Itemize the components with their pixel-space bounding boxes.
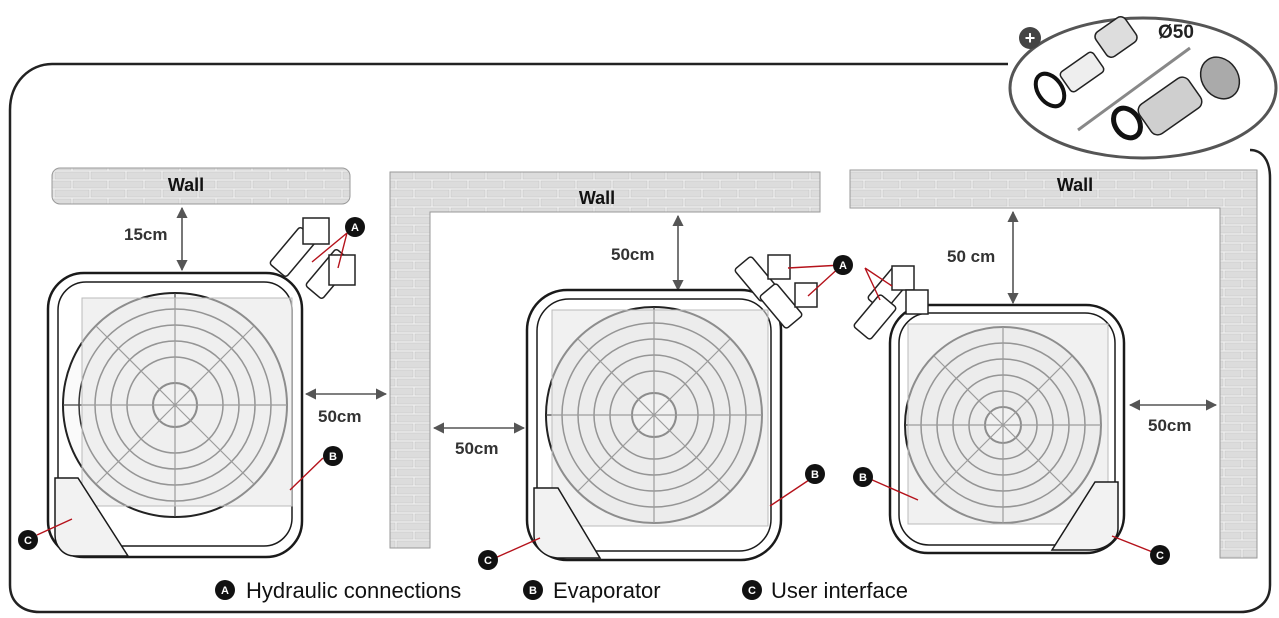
left-layout: Wall 15cm 50cm [36,167,388,559]
plus-icon [1019,27,1041,49]
legend-a-label: Hydraulic connections [246,578,461,603]
pump-unit-middle [525,288,783,562]
elbow-fitting-icon [1033,15,1138,109]
legend-item-b: B Evaporator [523,578,661,603]
clearance-middle-side-label: 50cm [455,439,498,458]
badges: A B C A B C B C [18,217,1170,570]
svg-text:B: B [811,469,819,481]
badge-b-right: B [853,467,873,487]
clearance-left-side-label: 50cm [318,407,361,426]
diameter-label: Ø50 [1158,22,1194,43]
legend-c-label: User interface [771,578,908,603]
pointer-b-middle [769,475,816,507]
svg-text:C: C [484,555,492,567]
user-interface-middle [533,487,602,559]
badge-a-middle: A [833,255,853,275]
svg-text:C: C [24,535,32,547]
user-interface-left [54,477,130,557]
user-interface-right [1050,481,1119,551]
wall-middle-label: Wall [579,188,615,208]
evaporator-middle [551,309,769,527]
accessory-inset: + Ø50 [1008,15,1278,160]
plus-label: + [1025,28,1036,48]
evaporator-right [907,323,1109,525]
svg-text:B: B [329,451,337,463]
pointer-b-left [289,457,324,491]
pump-unit-right [888,303,1126,555]
badge-c-left: C [18,530,38,550]
svg-text:A: A [351,222,359,234]
clearance-right-side-label: 50cm [1148,416,1191,435]
svg-text:B: B [859,472,867,484]
svg-text:B: B [529,585,537,597]
clearance-left-top-label: 15cm [124,225,167,244]
outer-frame [8,62,1272,614]
badge-a-left: A [345,217,365,237]
hydraulic-connections-right [853,265,929,340]
pointer-a-right [864,267,893,301]
svg-text:A: A [221,585,229,597]
legend-item-a: A Hydraulic connections [215,578,461,603]
hydraulic-connections-middle [734,254,818,329]
middle-layout: Wall 50cm 50cm [389,171,843,562]
wall-middle [389,171,821,549]
badge-b-left: B [323,446,343,466]
right-layout: Wall 50 cm 50cm [849,169,1258,559]
legend-b-label: Evaporator [553,578,661,603]
badge-c-right: C [1150,545,1170,565]
badge-c-middle: C [478,550,498,570]
legend-item-c: C User interface [742,578,908,603]
svg-text:C: C [1156,550,1164,562]
pointer-a-left [311,232,348,269]
wall-left [51,167,351,205]
pointer-b-right [869,478,919,501]
evaporator-left [81,297,293,507]
wall-right [849,169,1258,559]
badge-b-middle: B [805,464,825,484]
wall-right-label: Wall [1057,175,1093,195]
pointer-c-middle [494,537,541,559]
union-fitting-icon [1111,56,1241,141]
pump-unit-left [46,271,304,559]
svg-text:C: C [748,585,756,597]
legend: A Hydraulic connections B Evaporator C U… [215,578,908,603]
clearance-right-top-label: 50 cm [947,247,995,266]
pointer-c-left [36,518,73,536]
svg-text:A: A [839,260,847,272]
wall-left-label: Wall [168,175,204,195]
clearance-middle-top-label: 50cm [611,245,654,264]
